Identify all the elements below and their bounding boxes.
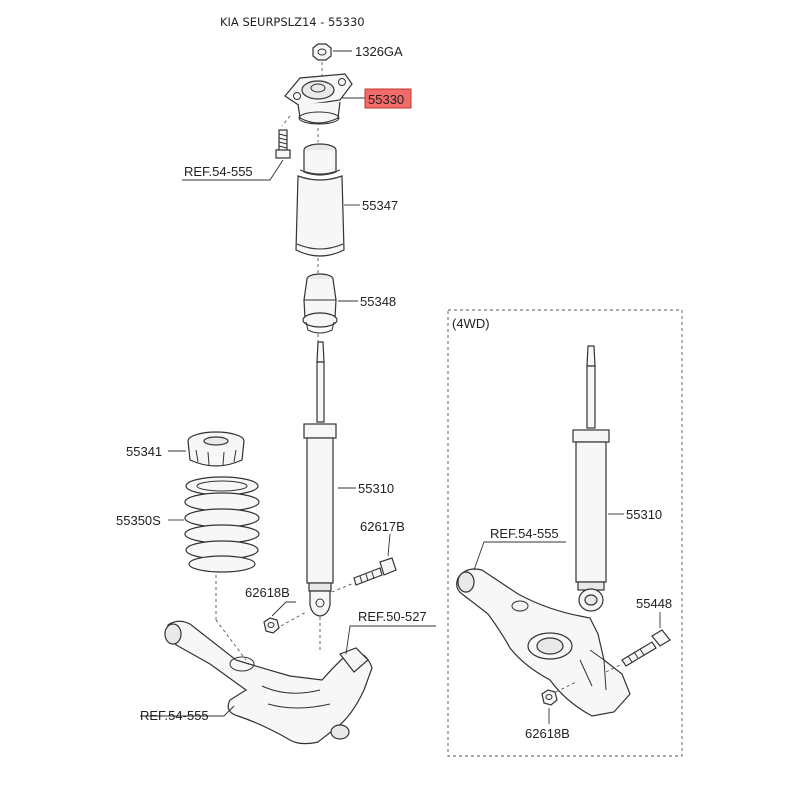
callout-62618b[interactable]: 62618B — [245, 585, 290, 600]
bump-stopper-55348[interactable] — [302, 273, 338, 334]
highlight-box-55330 — [364, 88, 412, 109]
spring-pad-55341[interactable] — [187, 431, 245, 467]
callout-55341[interactable]: 55341 — [126, 444, 162, 459]
four-wd-lower-arm[interactable] — [456, 568, 631, 717]
callout-4wd-55448[interactable]: 55448 — [636, 596, 672, 611]
strut-mount-55330[interactable] — [284, 73, 353, 125]
four-wd-bolt-55448[interactable] — [621, 629, 671, 667]
callout-4wd-55310[interactable]: 55310 — [626, 507, 662, 522]
callout-55310[interactable]: 55310 — [358, 481, 394, 496]
shock-absorber-55310[interactable] — [303, 341, 337, 617]
callout-4wd-62618b[interactable]: 62618B — [525, 726, 570, 741]
callout-ref-50-527[interactable]: REF.50-527 — [358, 609, 427, 624]
coil-spring-55350s[interactable] — [184, 476, 260, 573]
callout-62617b[interactable]: 62617B — [360, 519, 405, 534]
lower-control-arm[interactable] — [164, 620, 373, 745]
callout-4wd-ref-54-555[interactable]: REF.54-555 — [490, 526, 559, 541]
nut-1326ga[interactable] — [312, 43, 332, 61]
upper-bolt[interactable] — [275, 129, 291, 159]
callout-55330[interactable]: 55330 — [368, 92, 404, 107]
callout-ref-54-555-top[interactable]: REF.54-555 — [184, 164, 253, 179]
diagram-title: KIA SEURPSLZ14 - 55330 — [220, 15, 365, 29]
dust-cover-55347[interactable] — [295, 143, 345, 257]
four-wd-shock-absorber-55310[interactable] — [572, 345, 610, 612]
nut-62618b[interactable] — [263, 617, 280, 634]
bolt-62617b[interactable] — [353, 557, 397, 586]
callout-1326ga[interactable]: 1326GA — [355, 44, 403, 59]
callout-55348[interactable]: 55348 — [360, 294, 396, 309]
four-wd-nut-62618b[interactable] — [541, 689, 558, 706]
callout-ref-54-555-arm[interactable]: REF.54-555 — [140, 708, 209, 723]
four-wd-box — [447, 309, 683, 757]
four-wd-label: (4WD) — [452, 316, 490, 331]
callout-55347[interactable]: 55347 — [362, 198, 398, 213]
callout-55350s[interactable]: 55350S — [116, 513, 161, 528]
